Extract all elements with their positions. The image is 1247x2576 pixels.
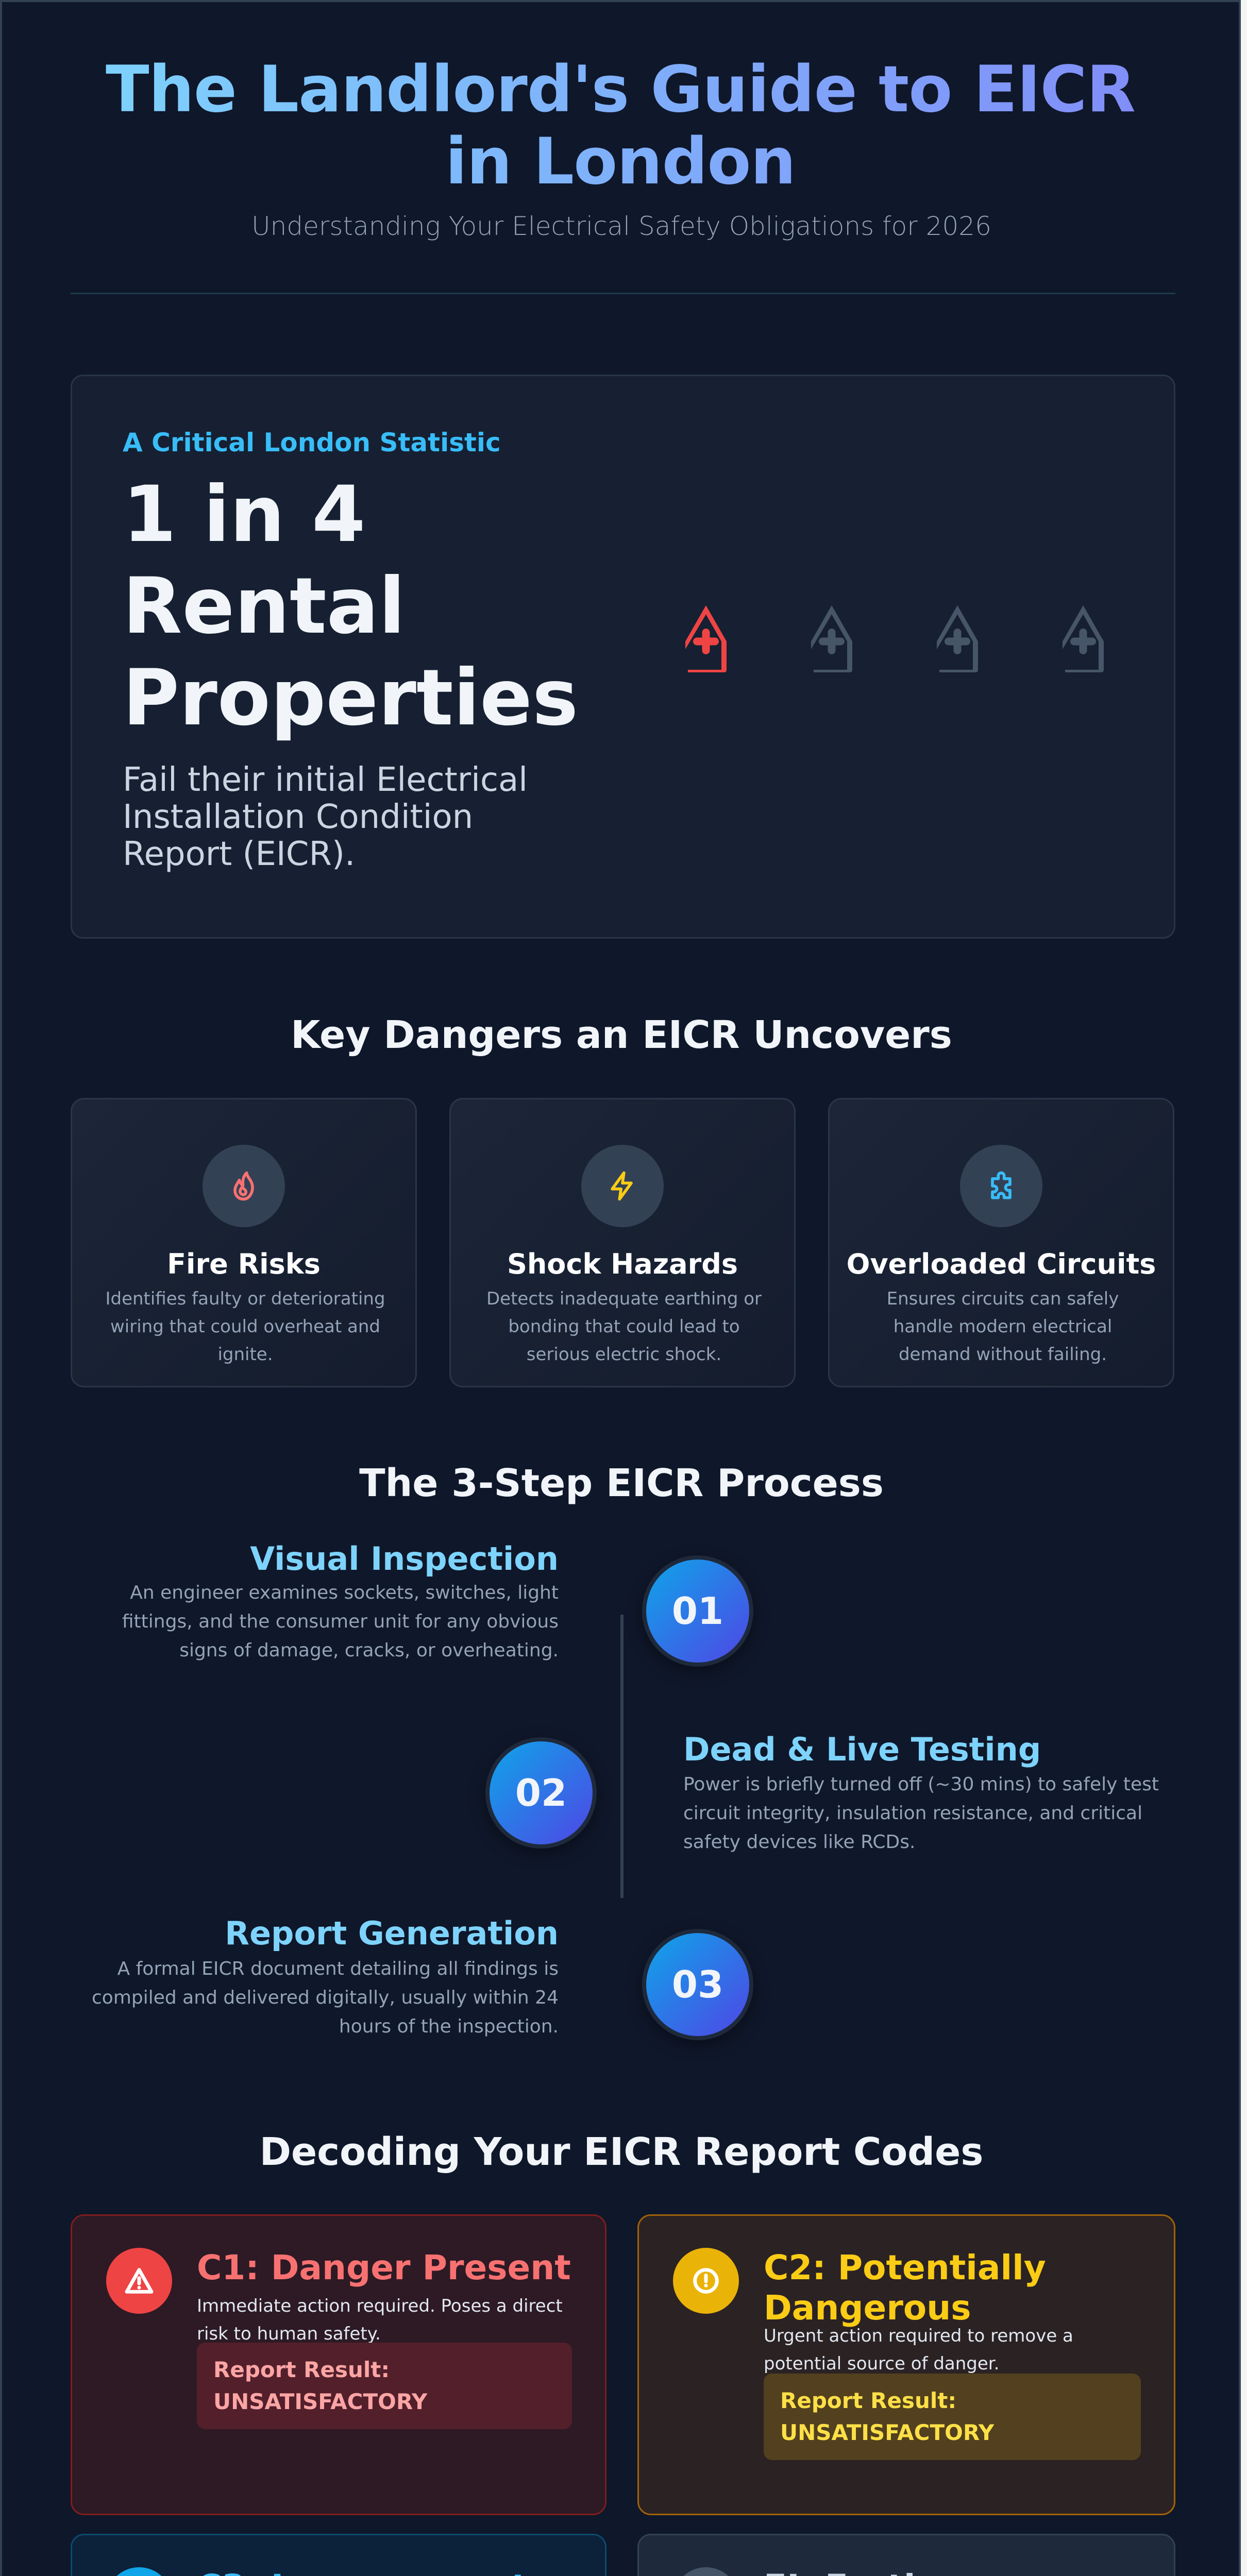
step-number-badge: 03 <box>642 1929 753 2040</box>
danger-title: Fire Risks <box>167 1248 321 1280</box>
code-card-c3: C3: Improvement Recommended A non-compli… <box>71 2534 606 2576</box>
code-title: FI: Further Investigation <box>764 2567 1143 2576</box>
question-circle-icon <box>673 2567 739 2576</box>
statistic-kicker: A Critical London Statistic <box>123 428 501 457</box>
process-heading: The 3-Step EICR Process <box>359 1461 884 1505</box>
statistic-card: A Critical London Statistic 1 in 4 Renta… <box>71 375 1175 939</box>
house-medical-icon <box>1057 603 1109 675</box>
house-medical-icon <box>932 603 983 675</box>
code-card-c2: C2: Potentially Dangerous Urgent action … <box>637 2214 1175 2515</box>
lightning-bolt-icon <box>581 1145 664 1227</box>
danger-card-fire: Fire Risks Identifies faulty or deterior… <box>71 1098 417 1387</box>
code-card-fi: FI: Further Investigation A potential is… <box>637 2534 1175 2576</box>
step-description: A formal EICR document detailing all fin… <box>92 1958 559 2037</box>
codes-heading: Decoding Your EICR Report Codes <box>259 2130 984 2174</box>
code-title: C3: Improvement Recommended <box>197 2567 574 2576</box>
result-value: UNSATISFACTORY <box>780 2420 995 2445</box>
step-title: Report Generation <box>225 1914 559 1952</box>
danger-description: Identifies faulty or deteriorating wirin… <box>105 1289 385 1365</box>
report-result-badge: Report Result: UNSATISFACTORY <box>197 2343 572 2429</box>
danger-card-shock: Shock Hazards Detects inadequate earthin… <box>449 1098 796 1387</box>
code-description: Urgent action required to remove a poten… <box>764 2326 1073 2374</box>
timeline-line <box>620 1615 624 1898</box>
step-description: An engineer examines sockets, switches, … <box>122 1582 559 1661</box>
step-title: Visual Inspection <box>250 1540 559 1578</box>
step-title: Dead & Live Testing <box>683 1731 1041 1768</box>
statistic-headline: 1 in 4 Rental Properties <box>123 470 579 743</box>
dangers-heading: Key Dangers an EICR Uncovers <box>291 1013 952 1057</box>
page-subtitle: Understanding Your Electrical Safety Obl… <box>251 211 991 241</box>
step-description: Power is briefly turned off (~30 mins) t… <box>683 1774 1159 1853</box>
code-title: C2: Potentially Dangerous <box>764 2248 1046 2328</box>
flame-icon <box>203 1145 285 1227</box>
house-medical-icon <box>806 603 857 675</box>
property-icons <box>680 603 1109 675</box>
step-number-badge: 02 <box>485 1737 597 1849</box>
warning-triangle-icon <box>106 2248 172 2314</box>
report-result-badge: Report Result: UNSATISFACTORY <box>764 2374 1141 2460</box>
puzzle-piece-icon <box>960 1145 1042 1227</box>
step-number-badge: 01 <box>642 1555 753 1667</box>
danger-description: Detects inadequate earthing or bonding t… <box>486 1289 762 1365</box>
danger-description: Ensures circuits can safely handle moder… <box>886 1289 1119 1365</box>
code-description: Immediate action required. Poses a direc… <box>197 2296 563 2344</box>
page-title: The Landlord's Guide to EICR in London <box>74 54 1167 198</box>
statistic-description: Fail their initial Electrical Installati… <box>123 761 528 873</box>
result-label: Report Result: <box>213 2357 390 2382</box>
exclamation-circle-icon <box>673 2248 739 2314</box>
info-circle-icon <box>106 2567 172 2576</box>
danger-card-overload: Overloaded Circuits Ensures circuits can… <box>828 1098 1174 1387</box>
header-divider <box>71 293 1175 294</box>
result-label: Report Result: <box>780 2388 957 2413</box>
code-title: C1: Danger Present <box>197 2248 571 2287</box>
result-value: UNSATISFACTORY <box>213 2389 428 2414</box>
danger-title: Shock Hazards <box>507 1248 738 1280</box>
code-card-c1: C1: Danger Present Immediate action requ… <box>71 2214 606 2515</box>
danger-title: Overloaded Circuits <box>846 1248 1156 1280</box>
house-medical-icon <box>680 603 732 675</box>
